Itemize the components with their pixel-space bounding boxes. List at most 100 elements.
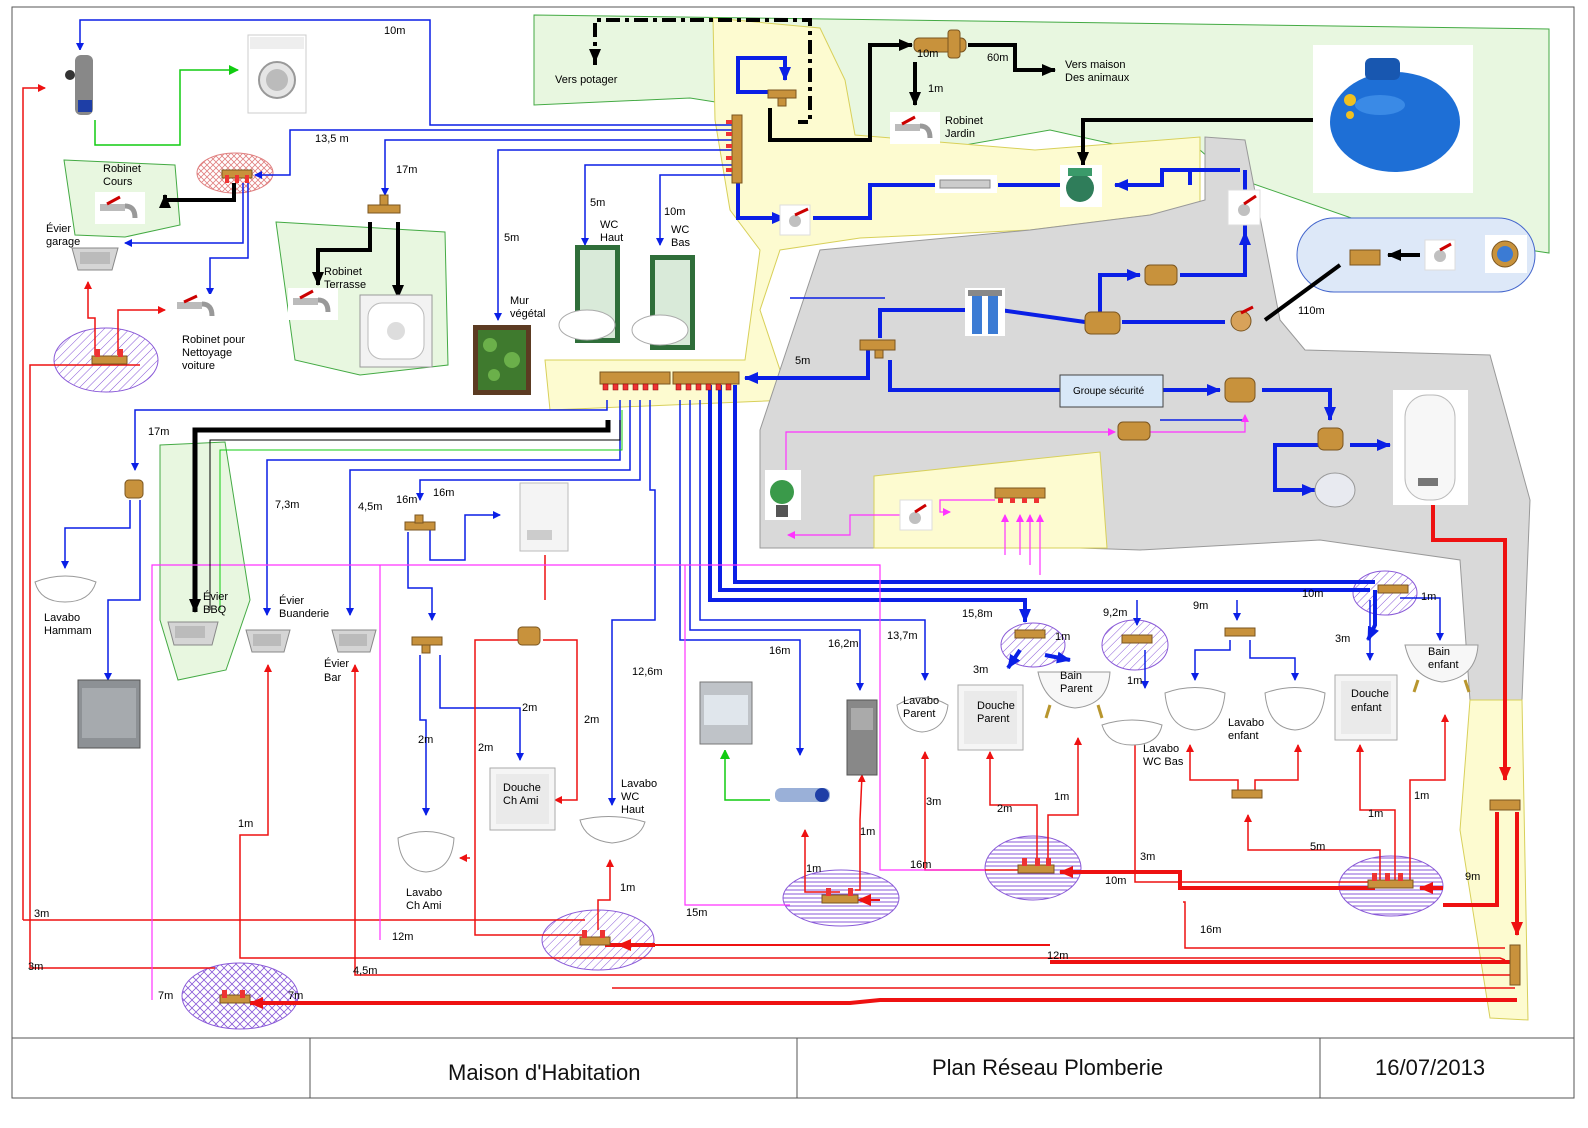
filter-icon xyxy=(935,175,997,193)
tap-icon xyxy=(890,112,940,144)
label-lavabo-wcbas-2: WC Bas xyxy=(1143,756,1184,768)
basin-icons xyxy=(34,575,1326,873)
garden-manifold xyxy=(726,114,743,184)
label-robinet-jardin-1: Robinet xyxy=(945,115,983,127)
label-evier-buanderie-2: Buanderie xyxy=(279,608,329,620)
label-evier-bbq-2: BBQ xyxy=(203,604,227,616)
dist-label: 5m xyxy=(1310,841,1325,853)
dishwasher-icon xyxy=(688,680,758,750)
pump-icon xyxy=(1060,165,1102,207)
label-bain-enfant-2: enfant xyxy=(1428,659,1459,671)
dist-label: 17m xyxy=(148,426,169,438)
label-robinet-nettoyage-1: Robinet pour xyxy=(182,334,245,346)
label-bain-enfant-1: Bain xyxy=(1428,646,1450,658)
dist-label: 1m xyxy=(860,826,875,838)
hot-water-pipes xyxy=(22,84,1515,989)
dist-label: 10m xyxy=(1105,875,1126,887)
manifold-zone-wcbas-cold xyxy=(1101,619,1169,671)
dist-label: 1m xyxy=(928,83,943,95)
zones xyxy=(63,14,1550,1021)
label-robinet-nettoyage-2: Nettoyage xyxy=(182,347,232,359)
tap-icon xyxy=(172,294,220,326)
basin-icon xyxy=(1164,687,1226,731)
label-lavabo-chami-1: Lavabo xyxy=(406,887,442,899)
dist-label: 110m xyxy=(1298,305,1325,317)
dist-label: 4,5m xyxy=(353,965,377,977)
dist-label: 7m xyxy=(158,990,173,1002)
tap-icons xyxy=(95,112,940,326)
dist-label: 5m xyxy=(590,197,605,209)
dist-label: 7m xyxy=(288,990,303,1002)
label-douche-enfant-2: enfant xyxy=(1351,702,1382,714)
recirc-manifold xyxy=(994,487,1046,503)
label-wc-bas-2: Bas xyxy=(671,237,690,249)
label-robinet-jardin-2: Jardin xyxy=(945,128,975,140)
water-meter-icon xyxy=(1485,235,1527,273)
dist-label: 16m xyxy=(769,645,790,657)
dist-label: 1m xyxy=(238,818,253,830)
sink-icon xyxy=(245,629,291,653)
dist-label: 12m xyxy=(392,931,413,943)
title-block-texts: Maison d'Habitation Plan Réseau Plomberi… xyxy=(448,1055,1485,1085)
label-bain-parent-2: Parent xyxy=(1060,683,1092,695)
label-evier-bar-1: Évier xyxy=(324,657,349,670)
label-lavabo-hammam-1: Lavabo xyxy=(44,612,80,624)
label-lavabo-parent-1: Lavabo xyxy=(903,695,939,707)
label-vers-potager: Vers potager xyxy=(555,74,618,86)
label-bain-parent-1: Bain xyxy=(1060,670,1082,682)
brass-tees xyxy=(124,29,1521,811)
basin-icon xyxy=(1264,687,1326,731)
dist-label: 16m xyxy=(1200,924,1221,936)
bathtub-icons xyxy=(1037,644,1479,719)
valve-icons xyxy=(779,189,1456,531)
sink-icon xyxy=(71,247,119,271)
basin-icon xyxy=(1101,719,1163,746)
label-lavabo-wcbas-1: Lavabo xyxy=(1143,743,1179,755)
label-lavabo-wchaut-3: Haut xyxy=(621,804,644,816)
basement-zone-grey xyxy=(759,136,1531,701)
label-evier-garage-2: garage xyxy=(46,236,80,248)
dist-label: 5m xyxy=(795,355,810,367)
dist-label: 15,8m xyxy=(962,608,993,620)
dist-label: 1m xyxy=(1368,808,1383,820)
instant-heater-icon xyxy=(519,482,569,552)
dist-label: 1m xyxy=(1414,790,1429,802)
dist-label: 15m xyxy=(686,907,707,919)
softener-icon xyxy=(60,50,110,120)
fixture-labels: Vers potager Vers maison Des animaux Rob… xyxy=(44,59,1459,912)
label-douche-chami-1: Douche xyxy=(503,782,541,794)
label-lavabo-enfant-2: enfant xyxy=(1228,730,1259,742)
label-lavabo-wchaut-1: Lavabo xyxy=(621,778,657,790)
dist-label: 3m xyxy=(34,908,49,920)
dist-label: 2m xyxy=(478,742,493,754)
dist-label: 1m xyxy=(620,882,635,894)
dist-label: 3m xyxy=(1140,851,1155,863)
title-block xyxy=(12,1037,1574,1098)
dashed-pipe-potager xyxy=(593,18,812,124)
label-mur-vegetal-2: végétal xyxy=(510,308,545,320)
main-manifold-left xyxy=(599,371,671,391)
hot-water-main-pipes xyxy=(249,505,1523,1009)
sink-icon xyxy=(331,629,377,653)
wall-garden-icon xyxy=(473,325,531,395)
dist-label: 2m xyxy=(584,714,599,726)
shower-icons xyxy=(489,674,1398,831)
title-date: 16/07/2013 xyxy=(1375,1055,1485,1080)
dist-label: 12m xyxy=(1047,950,1068,962)
label-robinet-cours-2: Cours xyxy=(103,176,133,188)
label-evier-bar-2: Bar xyxy=(324,672,341,684)
dist-label: 5m xyxy=(504,232,519,244)
wc-icon xyxy=(631,255,695,350)
label-douche-chami-2: Ch Ami xyxy=(503,795,538,807)
basin-icon xyxy=(34,575,97,603)
basin-icon xyxy=(579,815,646,844)
dist-label: 2m xyxy=(997,803,1012,815)
dist-label: 10m xyxy=(1302,588,1323,600)
label-robinet-cours-1: Robinet xyxy=(103,163,141,175)
rain-tank-icon xyxy=(1313,45,1473,193)
dist-label: 13,7m xyxy=(887,630,918,642)
dist-label: 10m xyxy=(917,48,938,60)
dist-label: 13,5 m xyxy=(315,133,349,145)
label-robinet-terrasse-1: Robinet xyxy=(324,266,362,278)
